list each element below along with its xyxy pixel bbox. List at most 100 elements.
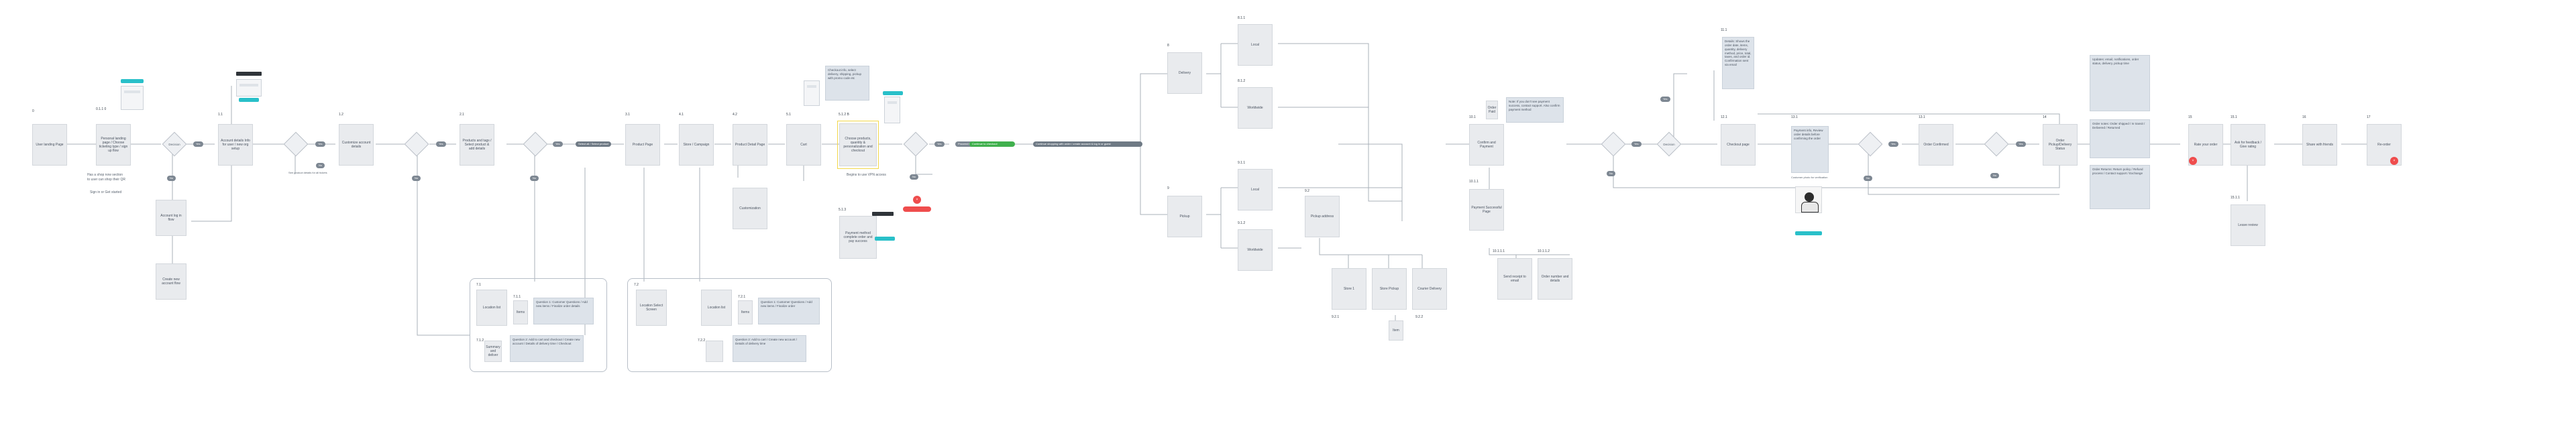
continue-shopping-label: Continue shopping with order / create ac… (1033, 141, 1142, 147)
step-number: 10.1 (1469, 115, 1476, 119)
screen-thumbnail (884, 97, 900, 123)
node-send-receipt[interactable]: Send receipt to email (1497, 258, 1532, 300)
step-number: 2.1 (460, 113, 464, 117)
note-text: Sign in or Get started (90, 190, 122, 194)
node-location-list-2[interactable]: Location list (701, 290, 732, 326)
dark-marker (236, 72, 262, 76)
node-payment-successful[interactable]: Payment Successful Page (1469, 189, 1504, 231)
question-note: Question 1: Customer Questions / Add new… (758, 298, 820, 324)
node-choose-products[interactable]: Choose products, quantity & personalizat… (839, 123, 877, 166)
node-pickup-worldwide[interactable]: Worldwide (1238, 229, 1273, 271)
question-note: Question 2: Add to cart / Create new acc… (733, 335, 806, 362)
error-icon: × (2189, 157, 2197, 165)
question-note: Question 2: Add to cart and checkout / C… (510, 335, 584, 362)
node-pickup-address[interactable]: Pickup address (1305, 196, 1340, 237)
step-number: 7.1.1 (513, 295, 521, 299)
note-text: Customer photo for verification (1791, 176, 1828, 179)
step-number: 5.1.2 B (839, 113, 849, 117)
step-number: 9.1.2 (1238, 221, 1246, 225)
node-store-pickup[interactable]: Store Pickup (1372, 268, 1407, 310)
step-number: 0 (32, 109, 34, 113)
no-label: No (167, 176, 176, 181)
node-store-campaign[interactable]: Store / Campaign (679, 124, 714, 166)
node-order-paid[interactable]: Order Paid (1486, 101, 1498, 119)
node-store-1[interactable]: Store 1 (1332, 268, 1366, 310)
question-note: Question 1: Customer Questions / Add new… (533, 298, 594, 324)
step-number: 10.1.1 (1469, 180, 1479, 184)
yes-label: Yes (193, 141, 203, 147)
node-leave-review[interactable]: Leave review (2231, 204, 2265, 246)
order-summary-note: Details: Shows the order date, items, qu… (1722, 37, 1754, 89)
node-confirm-payment[interactable]: Confirm and Payment (1469, 124, 1504, 166)
node-delivery-worldwide[interactable]: Worldwide (1238, 87, 1273, 129)
no-label: No (1990, 173, 2000, 178)
step-number: 4.1 (679, 113, 684, 117)
decision-label: Decision (168, 143, 180, 146)
node-courier-delivery[interactable]: Courier Delivery (1412, 268, 1447, 310)
node-confirm-order[interactable]: Payment method complete order and pay su… (839, 216, 877, 259)
error-icon: × (913, 196, 921, 204)
step-number: 1.1 (218, 113, 223, 117)
order-notes: Order notes: Order shipped / In transit … (2090, 119, 2150, 158)
step-number: 11.1 (1721, 28, 1727, 32)
updates-note: Updates: email, notifications, order sta… (2090, 55, 2150, 111)
step-number: 9 (1167, 186, 1169, 190)
node-user-landing-page[interactable]: User landing Page (32, 124, 67, 166)
node-checkout-page[interactable]: Checkout page (1721, 124, 1756, 166)
node-pickup-local[interactable]: Local (1238, 169, 1273, 210)
note-text: See product details for all tickets (288, 171, 327, 174)
node-items[interactable]: Items (513, 300, 528, 324)
node-delivery-local[interactable]: Local (1238, 24, 1273, 66)
node-pickup-delivery-status[interactable]: Order Pickup/Delivery Status (2043, 124, 2078, 166)
node-order-confirmed[interactable]: Order Confirmed (1919, 124, 1953, 166)
yes-label: Yes (1888, 141, 1898, 147)
node-customize-account[interactable]: Customize account details (339, 124, 374, 166)
teal-marker (1795, 231, 1822, 235)
node-cart[interactable]: Cart (786, 124, 821, 166)
node-feedback[interactable]: Ask for feedback / Give rating (2231, 124, 2265, 166)
step-number: 0.1.1 0 (96, 107, 107, 111)
step-number: 12.1 (1721, 115, 1727, 119)
error-icon: × (2390, 157, 2398, 165)
node-summary-2[interactable] (706, 341, 723, 362)
node-items-2[interactable]: Items (738, 300, 753, 324)
step-number: 15 (2188, 115, 2192, 119)
continue-checkout-label: Continue to checkout (969, 141, 1015, 147)
node-product-page[interactable]: Product Page (625, 124, 660, 166)
node-create-account[interactable]: Create new account flow (156, 263, 186, 300)
yes-label: Yes (934, 141, 945, 147)
step-number: 9.1.1 (1238, 161, 1246, 165)
payment-note: Note: If you don't see payment success, … (1506, 97, 1564, 123)
node-delivery[interactable]: Delivery (1167, 52, 1202, 94)
note-text: Has a shop now section (87, 173, 123, 177)
no-label: No (530, 176, 539, 181)
screen-thumbnail (236, 79, 262, 97)
step-number: 4.2 (733, 113, 737, 117)
node-pickup[interactable]: Pickup (1167, 196, 1202, 237)
node-summary[interactable]: Summary and deliver (484, 341, 502, 362)
step-number: 3.1 (625, 113, 630, 117)
screen-thumbnail (121, 86, 144, 110)
node-location-select[interactable]: Location Select Screen (636, 290, 667, 326)
step-number: 1.2 (339, 113, 343, 117)
node-order-details[interactable]: Order number and details (1538, 258, 1572, 300)
yes-label: Yes (1660, 97, 1670, 102)
node-customization[interactable]: Customization (733, 188, 767, 229)
node-product-detail[interactable]: Product Detail Page (733, 124, 767, 166)
highlight-frame (837, 121, 879, 169)
node-share[interactable]: Share with friends (2302, 124, 2337, 166)
node-personal-landing-page[interactable]: Personal landing page / Choose ticketing… (96, 124, 131, 166)
step-number: 7.1 (476, 283, 481, 287)
step-number: 9.2 (1305, 189, 1309, 193)
node-location-list[interactable]: Location list (476, 290, 507, 326)
checkout-payment-note: Payment info, Review order details befor… (1791, 126, 1829, 173)
no-label: No (316, 163, 325, 168)
node-item[interactable]: Item (1389, 320, 1403, 341)
node-products-tags[interactable]: Products and tags / Select product & add… (460, 124, 494, 166)
checkout-info-note: Checkout info, select delivery, shipping… (825, 66, 869, 101)
decision-label: Decision (1663, 143, 1675, 146)
node-account-details[interactable]: Account details Info for user / new org … (218, 124, 253, 166)
node-account-login[interactable]: Account log in flow (156, 200, 186, 236)
step-number: 15.1 (2231, 115, 2237, 119)
